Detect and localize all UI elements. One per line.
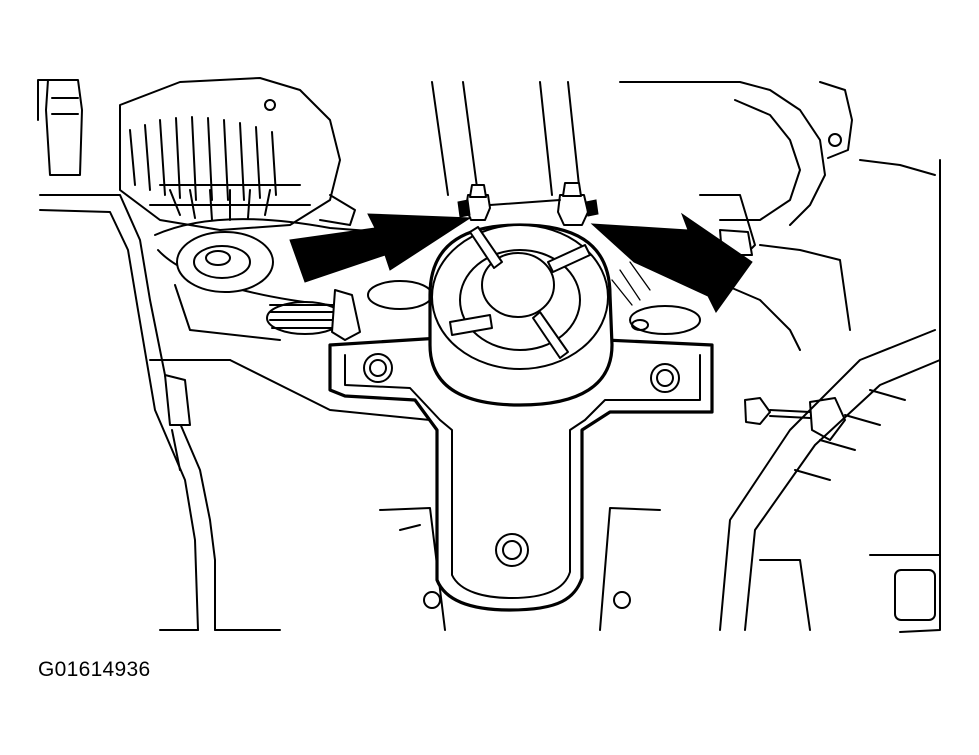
drive-belt-pulleys [154, 218, 433, 341]
upper-right-housing [611, 81, 936, 351]
alternator [45, 77, 356, 231]
side-clip [744, 397, 846, 441]
round-mount-insulator [428, 223, 614, 407]
figure-id-label: G01614936 [38, 658, 151, 681]
arrow-pointer-left-icon [289, 213, 472, 283]
engine-mount-bracket [328, 336, 714, 612]
lower-body-panel [149, 359, 661, 631]
background-rods [431, 81, 581, 196]
lower-right-structure [719, 329, 941, 631]
arrow-pointer-right-icon [590, 212, 753, 313]
retaining-nuts [457, 182, 599, 226]
